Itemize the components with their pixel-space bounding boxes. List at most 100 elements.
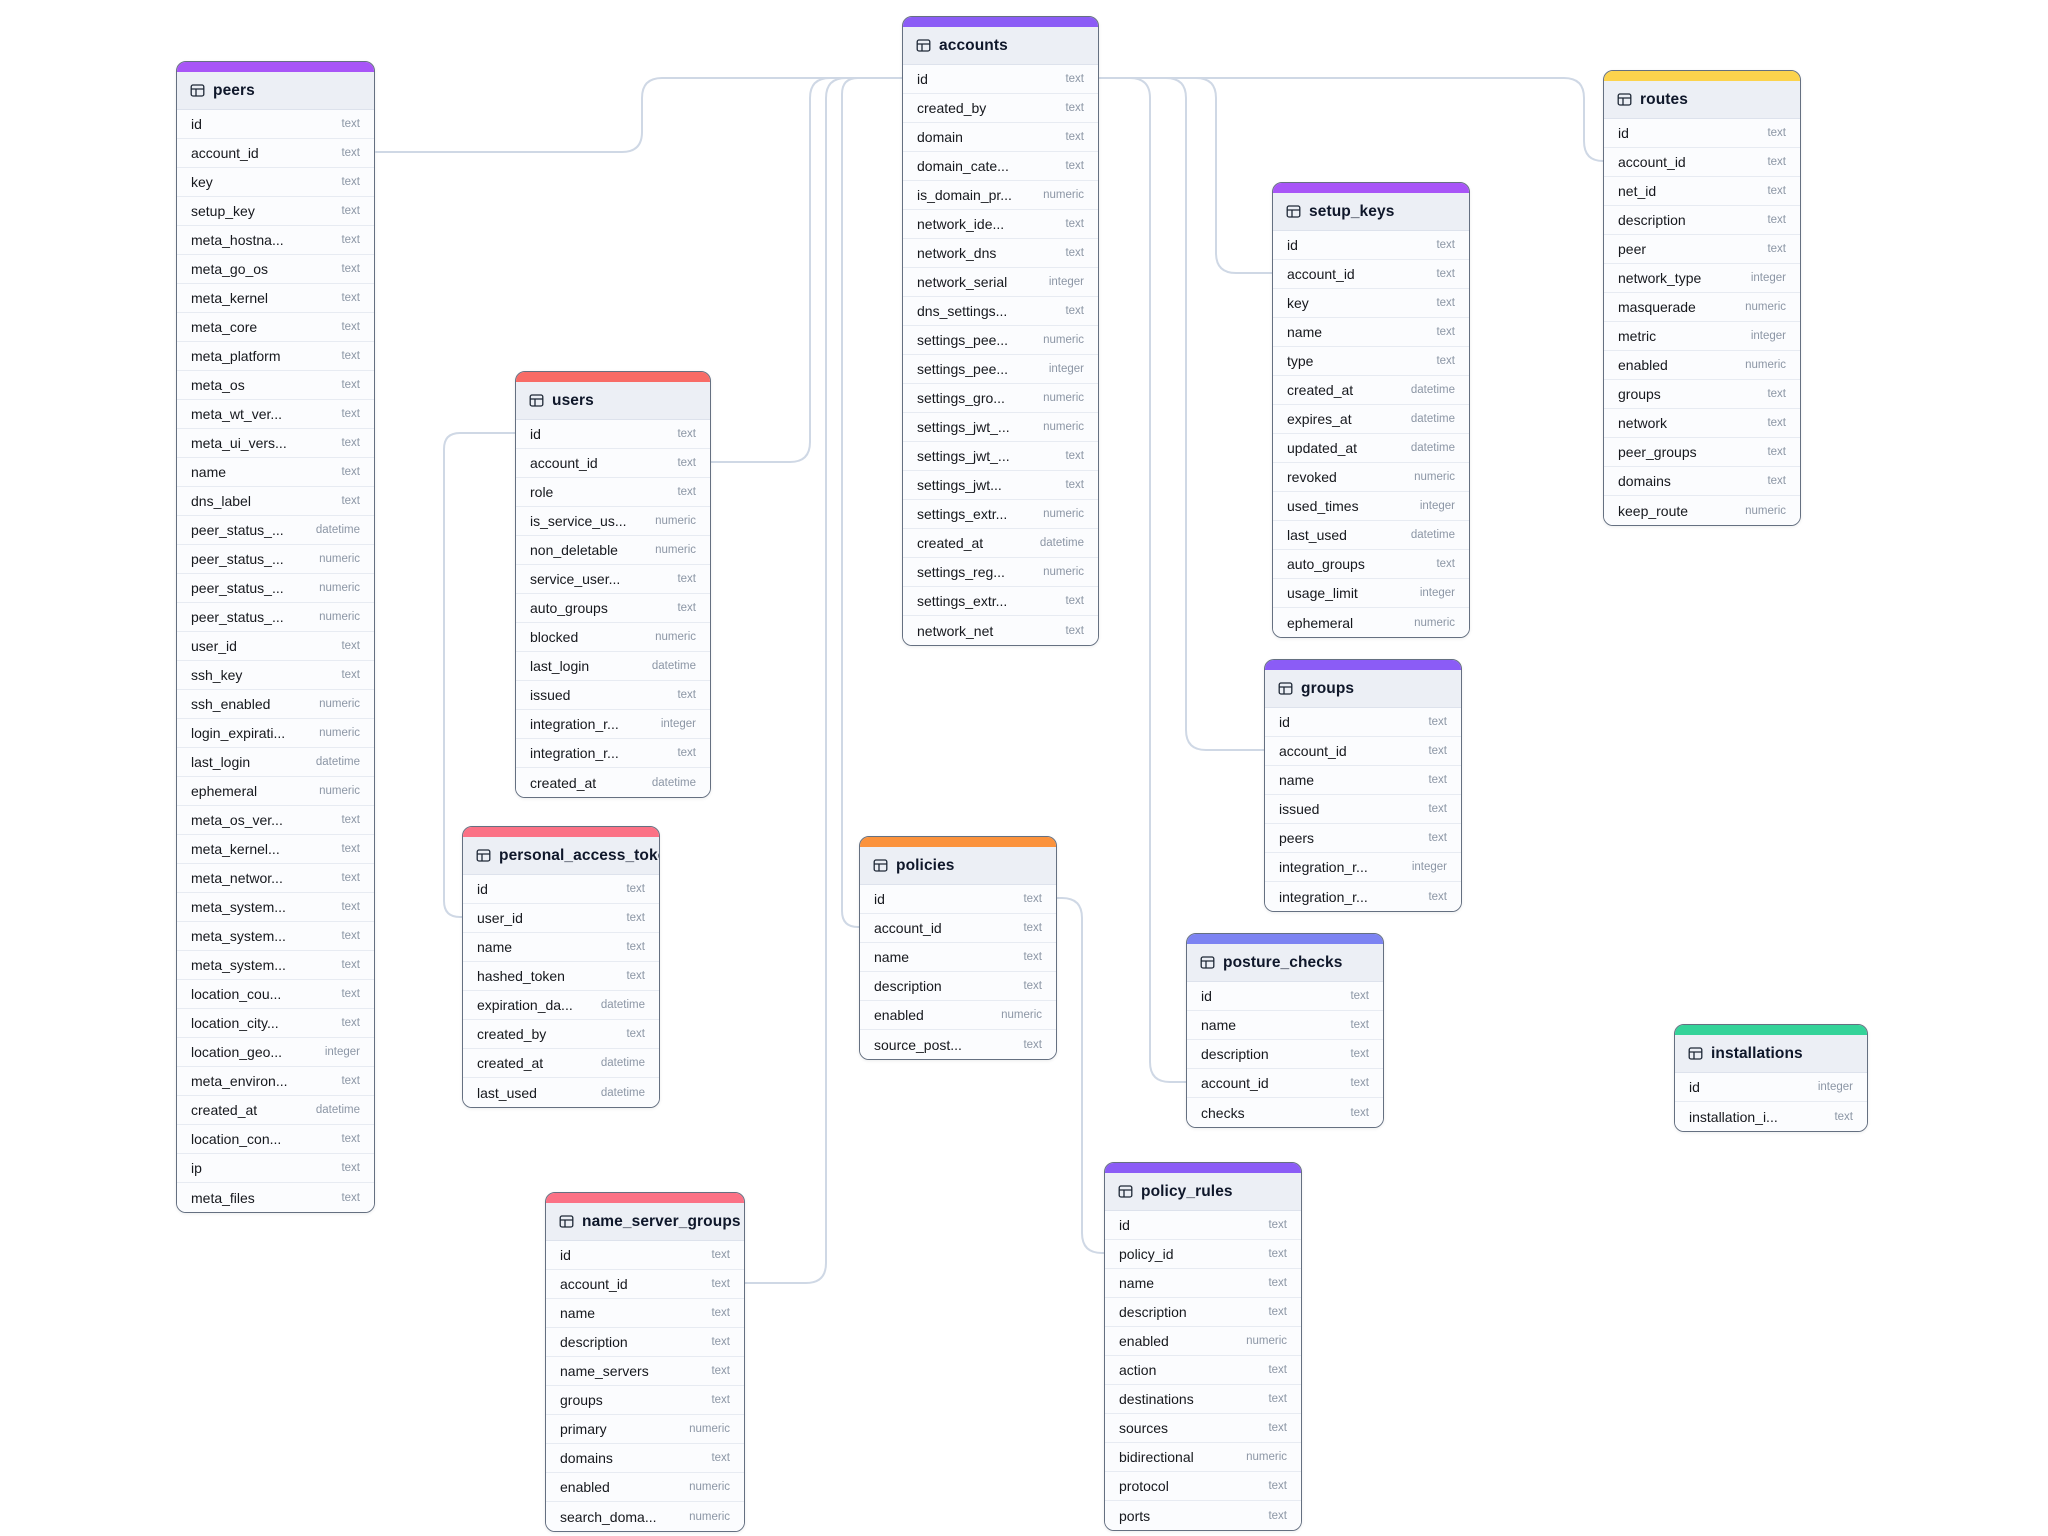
field-row[interactable]: location_cou...text bbox=[177, 980, 374, 1009]
field-row[interactable]: dns_settings...text bbox=[903, 297, 1098, 326]
table-header[interactable]: accounts bbox=[903, 27, 1098, 65]
field-row[interactable]: search_doma...numeric bbox=[546, 1502, 744, 1531]
field-row[interactable]: meta_wt_ver...text bbox=[177, 400, 374, 429]
field-row[interactable]: meta_system...text bbox=[177, 893, 374, 922]
field-row[interactable]: service_user...text bbox=[516, 565, 710, 594]
connector-policies.id--policy_rules.policy_id[interactable] bbox=[1056, 897, 1105, 1254]
connector-name_server_groups.account_id--accounts.id[interactable] bbox=[744, 77, 903, 1284]
field-row[interactable]: is_domain_pr...numeric bbox=[903, 181, 1098, 210]
field-row[interactable]: meta_hostna...text bbox=[177, 226, 374, 255]
field-row[interactable]: settings_reg...numeric bbox=[903, 558, 1098, 587]
connector-accounts.id--posture_checks.account_id[interactable] bbox=[1099, 77, 1187, 1083]
connector-accounts.id--groups.account_id[interactable] bbox=[1099, 77, 1265, 751]
field-row[interactable]: installation_i...text bbox=[1675, 1102, 1867, 1131]
table-personal_access_tokens[interactable]: personal_access_tokens idtextuser_idtext… bbox=[462, 826, 660, 1108]
field-row[interactable]: network_ide...text bbox=[903, 210, 1098, 239]
field-row[interactable]: meta_os_ver...text bbox=[177, 806, 374, 835]
field-row[interactable]: peer_status_...numeric bbox=[177, 574, 374, 603]
field-row[interactable]: integration_r...integer bbox=[1265, 853, 1461, 882]
field-row[interactable]: integration_r...text bbox=[1265, 882, 1461, 911]
field-row[interactable]: settings_jwt_...text bbox=[903, 442, 1098, 471]
table-header[interactable]: groups bbox=[1265, 670, 1461, 708]
table-header[interactable]: peers bbox=[177, 72, 374, 110]
field-row[interactable]: settings_pee...numeric bbox=[903, 326, 1098, 355]
field-row[interactable]: meta_environ...text bbox=[177, 1067, 374, 1096]
connector-policies.account_id--accounts.id[interactable] bbox=[841, 77, 903, 928]
field-row[interactable]: meta_ui_vers...text bbox=[177, 429, 374, 458]
connector-users.account_id--accounts.id[interactable] bbox=[710, 77, 903, 463]
field-row[interactable]: peer_status_...numeric bbox=[177, 603, 374, 632]
field-row[interactable]: settings_extr...text bbox=[903, 587, 1098, 616]
field-row[interactable]: settings_gro...numeric bbox=[903, 384, 1098, 413]
field-row[interactable]: login_expirati...numeric bbox=[177, 719, 374, 748]
